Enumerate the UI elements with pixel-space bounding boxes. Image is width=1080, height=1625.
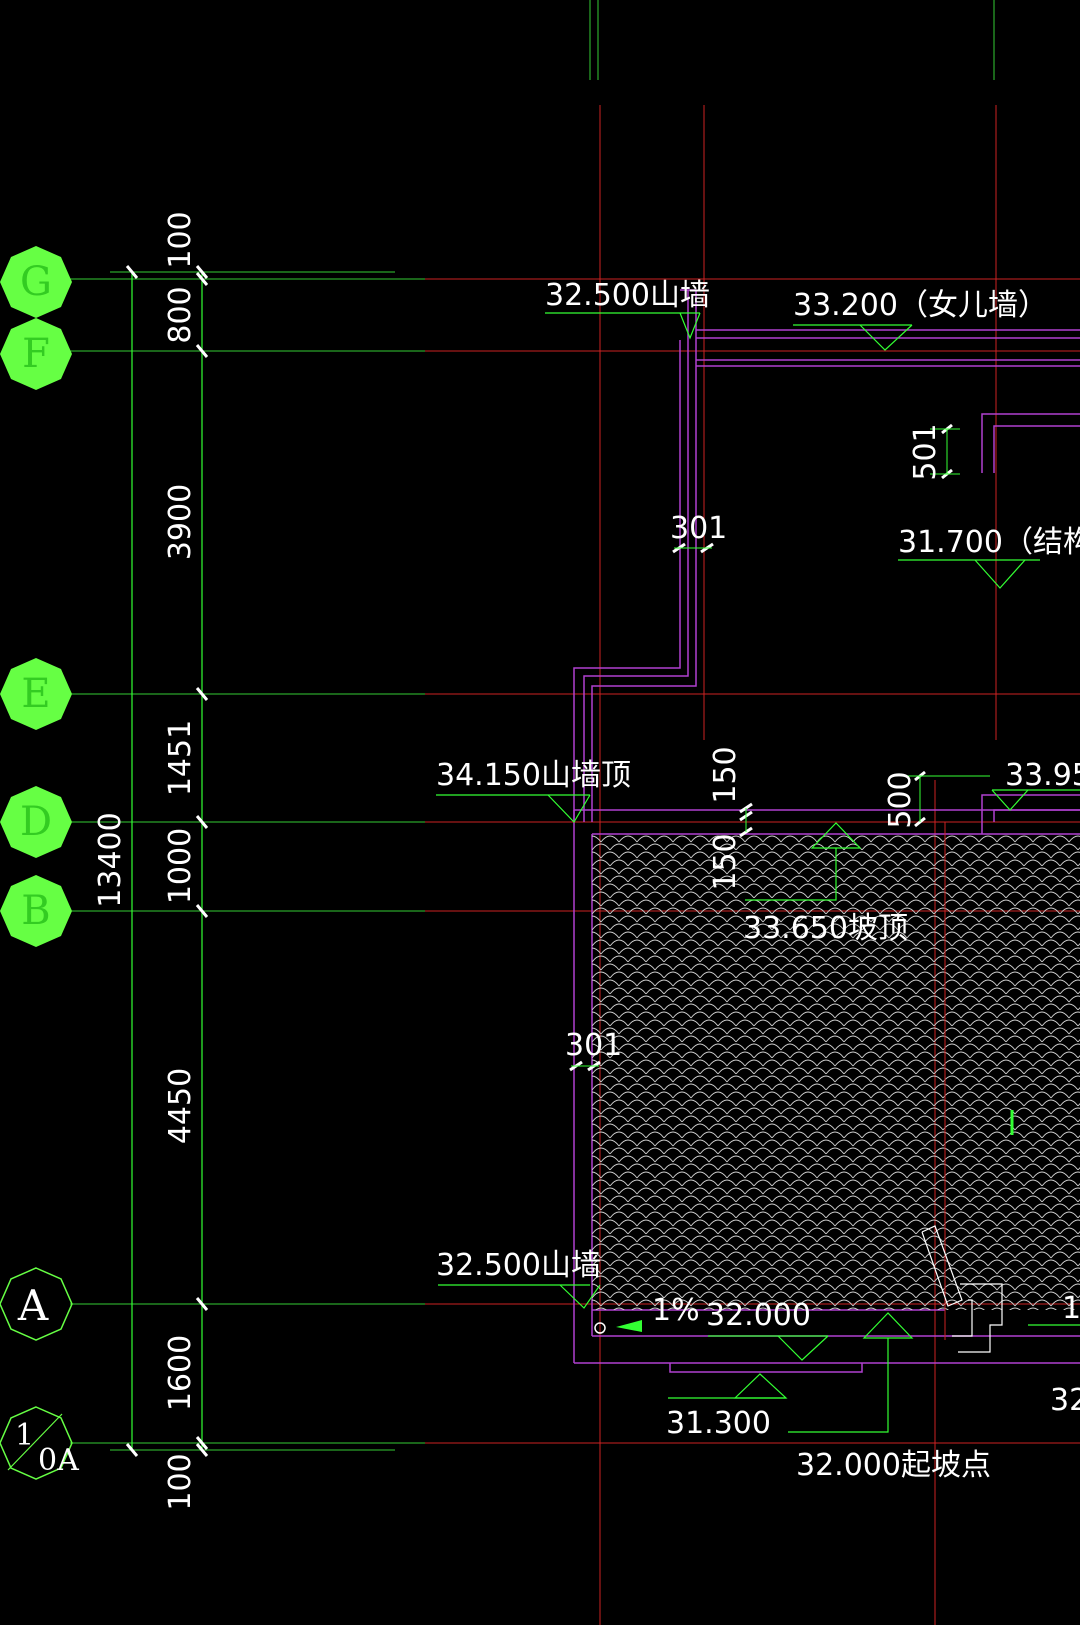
dim-total: 13400 (93, 812, 128, 907)
dim-100-bottom: 100 (163, 1453, 198, 1510)
dim-4450: 4450 (163, 1068, 198, 1144)
label-slope-right: 1 (1062, 1291, 1080, 1326)
axis-label-A: A (17, 1281, 49, 1330)
dimension-lines (131, 272, 203, 1450)
label-slope-pct: 1% (652, 1293, 700, 1328)
label-d150b: 150 (708, 833, 743, 890)
label-gable-bottom: 32.500山墙 (436, 1248, 601, 1283)
axis-bubble-1-0A[interactable]: 1 0A (0, 1406, 79, 1480)
axis-bubble-E[interactable]: E (0, 658, 72, 730)
label-gable-top: 32.500山墙 (545, 278, 710, 313)
label-w301-mid: 301 (565, 1028, 622, 1063)
dim-3900: 3900 (163, 484, 198, 560)
label-right-partial: 32 (1050, 1383, 1080, 1418)
label-d500: 500 (883, 771, 918, 828)
elevation-markers (436, 312, 1080, 1433)
axis-label-F: F (22, 331, 50, 377)
label-d150a: 150 (708, 746, 743, 803)
label-ridge-right: 33.95 (1005, 758, 1080, 793)
label-parapet: 33.200（女儿墙） (793, 288, 1048, 323)
axis-bubble-D[interactable]: D (0, 786, 72, 858)
dim-1451: 1451 (163, 720, 198, 796)
label-w301-top: 301 (670, 511, 727, 546)
axis-sub-bottom: 0A (38, 1443, 79, 1478)
label-ridge: 33.650坡顶 (743, 911, 908, 946)
slope-arrow (616, 1320, 642, 1332)
dim-1600: 1600 (163, 1335, 198, 1411)
label-slope-start: 32.000起坡点 (796, 1448, 991, 1483)
dimension-ticks (125, 265, 209, 1457)
axis-label-E: E (21, 671, 50, 717)
axis-label-B: B (21, 888, 50, 934)
axis-extension-lines (70, 0, 995, 1451)
dim-1000: 1000 (163, 828, 198, 904)
axis-label-G: G (20, 259, 52, 305)
dim-100-top: 100 (163, 211, 198, 268)
axis-bubble-G[interactable]: G (0, 246, 72, 318)
dimension-text-group: 13400 100 800 3900 1451 1000 4450 1600 1… (93, 211, 198, 1510)
label-gable-crest: 34.150山墙顶 (436, 758, 631, 793)
dim-800: 800 (163, 286, 198, 343)
axis-bubble-A[interactable]: A (0, 1267, 73, 1341)
elevation-labels: 32.500山墙 33.200（女儿墙） 31.700（结构标 34.150山墙… (436, 278, 1080, 1483)
drain-outlet[interactable] (594, 1322, 606, 1334)
label-structure: 31.700（结构标 (898, 525, 1080, 560)
label-d501: 501 (908, 423, 943, 480)
gutter-detail (921, 1225, 1003, 1353)
label-eave: 32.000 (706, 1298, 811, 1333)
detail-dim-lines (571, 428, 990, 1067)
label-low: 31.300 (666, 1406, 771, 1441)
axis-label-D: D (20, 799, 52, 845)
axis-bubble-B[interactable]: B (0, 875, 72, 947)
roof-tile-hatch[interactable] (592, 834, 1080, 1310)
axis-sub-top: 1 (15, 1418, 34, 1453)
axis-bubble-F[interactable]: F (0, 318, 72, 390)
